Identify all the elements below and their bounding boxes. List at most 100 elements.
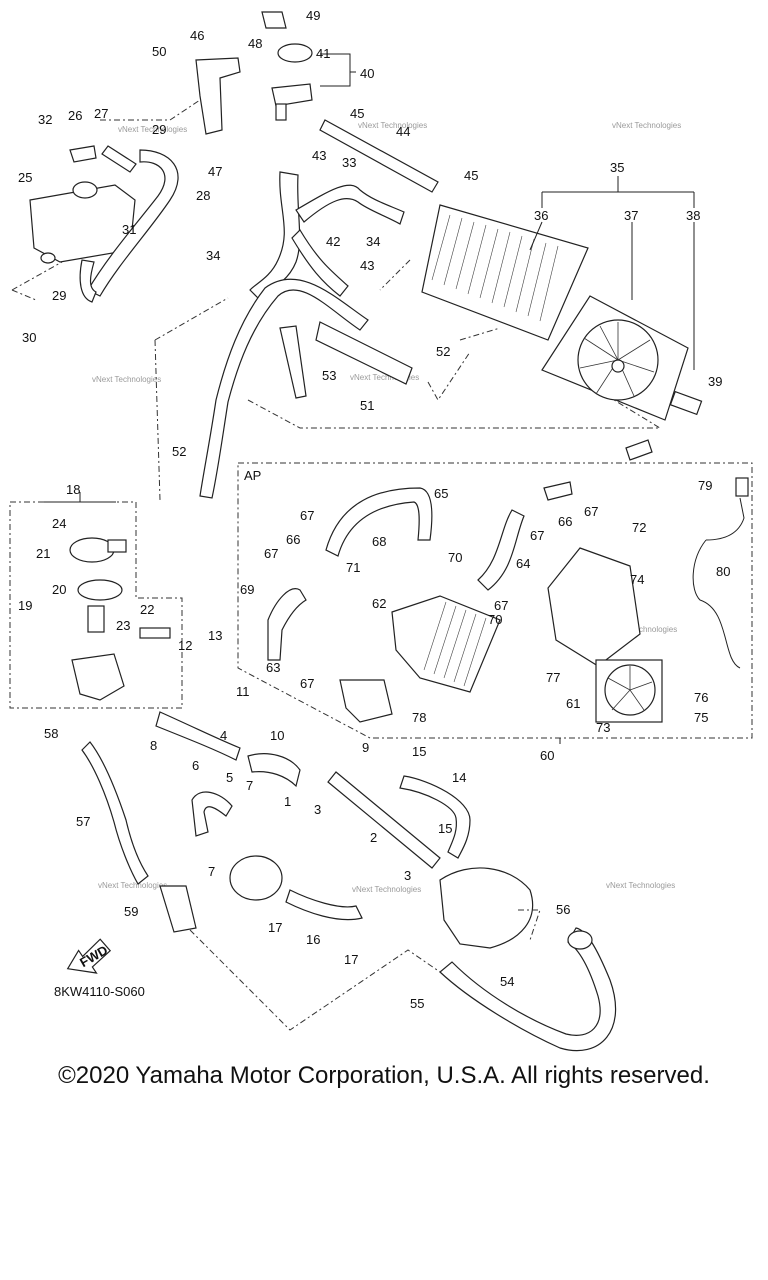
callout: 47: [208, 164, 222, 179]
callout: 17: [344, 952, 358, 967]
callout: 1: [284, 794, 291, 809]
callout: 39: [708, 374, 722, 389]
callout: 5: [226, 770, 233, 785]
callout: 56: [556, 902, 570, 917]
callout: 52: [436, 344, 450, 359]
watermark: vNext Technologies: [612, 121, 681, 130]
callout: 19: [18, 598, 32, 613]
fwd-arrow-icon: FWD: [66, 938, 112, 974]
callout: 70: [488, 612, 502, 627]
callout: 36: [534, 208, 548, 223]
callout: 79: [698, 478, 712, 493]
callout: 46: [190, 28, 204, 43]
callout: 66: [558, 514, 572, 529]
callout: 45: [464, 168, 478, 183]
callout: 4: [220, 728, 227, 743]
callout: 30: [22, 330, 36, 345]
callout: 50: [152, 44, 166, 59]
callout: 61: [566, 696, 580, 711]
callout: 28: [196, 188, 210, 203]
callout: 3: [314, 802, 321, 817]
callout: 75: [694, 710, 708, 725]
watermark: vNext Technologies: [606, 881, 675, 890]
ap-section: AP: [237, 439, 753, 739]
callout: 29: [52, 288, 66, 303]
diagram-code: 8KW4110-S060: [54, 984, 145, 999]
callout: 43: [312, 148, 326, 163]
watermark: vNext Technologies: [350, 373, 419, 382]
callout: 71: [346, 560, 360, 575]
callout: 11: [236, 684, 250, 699]
callout: 26: [68, 108, 82, 123]
callout: 63: [266, 660, 280, 675]
callout: 51: [360, 398, 374, 413]
callout: 23: [116, 618, 130, 633]
callout: 45: [350, 106, 364, 121]
callout: 43: [360, 258, 374, 273]
callout: 34: [206, 248, 220, 263]
callout: 78: [412, 710, 426, 725]
callout: 67: [584, 504, 598, 519]
callout: 77: [546, 670, 560, 685]
callout: 72: [632, 520, 646, 535]
watermark: vNext Technologies: [118, 125, 187, 134]
callout: 73: [596, 720, 610, 735]
radiator-assembly: [421, 204, 703, 421]
callout: 13: [208, 628, 222, 643]
callout: 67: [494, 598, 508, 613]
callout: 41: [316, 46, 330, 61]
callout: 74: [630, 572, 644, 587]
callout: 76: [694, 690, 708, 705]
watermark: vNext Technologies: [358, 121, 427, 130]
callout: 15: [438, 821, 452, 836]
callout: 67: [300, 508, 314, 523]
callout: 25: [18, 170, 32, 185]
callout: 24: [52, 516, 66, 531]
callout: 57: [76, 814, 90, 829]
callout: 21: [36, 546, 50, 561]
callout: 35: [610, 160, 624, 175]
pump-and-lower-hoses: [81, 711, 617, 1052]
callout: 55: [410, 996, 424, 1011]
watermark: vNext Technologies: [608, 625, 677, 634]
callout: 37: [624, 208, 638, 223]
callout: 65: [434, 486, 448, 501]
callout: 6: [192, 758, 199, 773]
callout: 29: [152, 122, 166, 137]
callout: 48: [248, 36, 262, 51]
copyright-notice: ©2020 Yamaha Motor Corporation, U.S.A. A…: [58, 1062, 710, 1089]
callout: 27: [94, 106, 108, 121]
callout: 31: [122, 222, 136, 237]
callout: 68: [372, 534, 386, 549]
callout: 40: [360, 66, 374, 81]
callout: 16: [306, 932, 320, 947]
callout: 8: [150, 738, 157, 753]
thermostat-assembly: [9, 501, 183, 709]
callout: 64: [516, 556, 530, 571]
callout: 66: [286, 532, 300, 547]
callout: 38: [686, 208, 700, 223]
callout: 67: [530, 528, 544, 543]
callout: 60: [540, 748, 554, 763]
watermarks: vNext Technologies vNext Technologies vN…: [92, 121, 681, 894]
callout: 7: [246, 778, 253, 793]
callout: 18: [66, 482, 80, 497]
callout: 58: [44, 726, 58, 741]
callout: 9: [362, 740, 369, 755]
callout: 67: [300, 676, 314, 691]
callout: 80: [716, 564, 730, 579]
callout: 52: [172, 444, 186, 459]
callout: 14: [452, 770, 466, 785]
callout: 32: [38, 112, 52, 127]
callout: 3: [404, 868, 411, 883]
callout: 7: [208, 864, 215, 879]
callout: 44: [396, 124, 410, 139]
callout: 15: [412, 744, 426, 759]
callout: 69: [240, 582, 254, 597]
watermark: vNext Technologies: [352, 885, 421, 894]
callout: 34: [366, 234, 380, 249]
callout: 42: [326, 234, 340, 249]
leader-lines: [11, 53, 695, 1031]
callouts: 1 2 3 3 4 5 6 7 7 8 9 10 11 12 13 14 15 …: [18, 8, 730, 1011]
filler-neck: [195, 11, 313, 135]
